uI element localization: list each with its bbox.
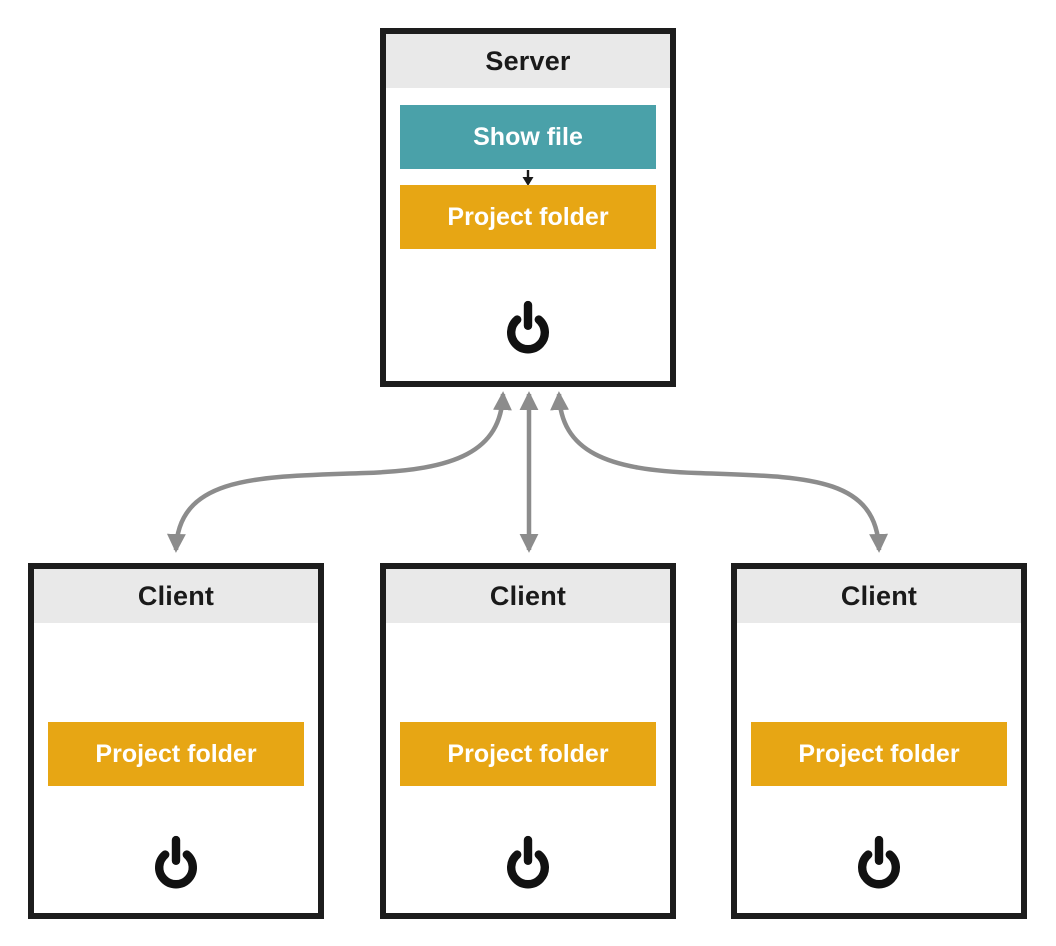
power-icon — [148, 835, 204, 891]
power-icon — [500, 300, 556, 356]
power-icon — [500, 835, 556, 891]
connector-arrow-left — [166, 391, 512, 553]
show-file-box: Show file — [400, 105, 656, 169]
server-node: Server Show file Project folder — [380, 28, 676, 387]
client-project-folder-box: Project folder — [751, 722, 1007, 786]
client-title: Client — [737, 569, 1021, 623]
client-node-2: Client Project folder — [380, 563, 676, 919]
client-title: Client — [386, 569, 670, 623]
server-title: Server — [386, 34, 670, 88]
client-project-folder-box: Project folder — [400, 722, 656, 786]
client-node-3: Client Project folder — [731, 563, 1027, 919]
client-project-folder-box: Project folder — [48, 722, 304, 786]
power-icon — [851, 835, 907, 891]
connector-arrow-right — [550, 391, 889, 553]
arrow-down-icon — [522, 170, 534, 186]
server-project-folder-box: Project folder — [400, 185, 656, 249]
client-node-1: Client Project folder — [28, 563, 324, 919]
client-title: Client — [34, 569, 318, 623]
